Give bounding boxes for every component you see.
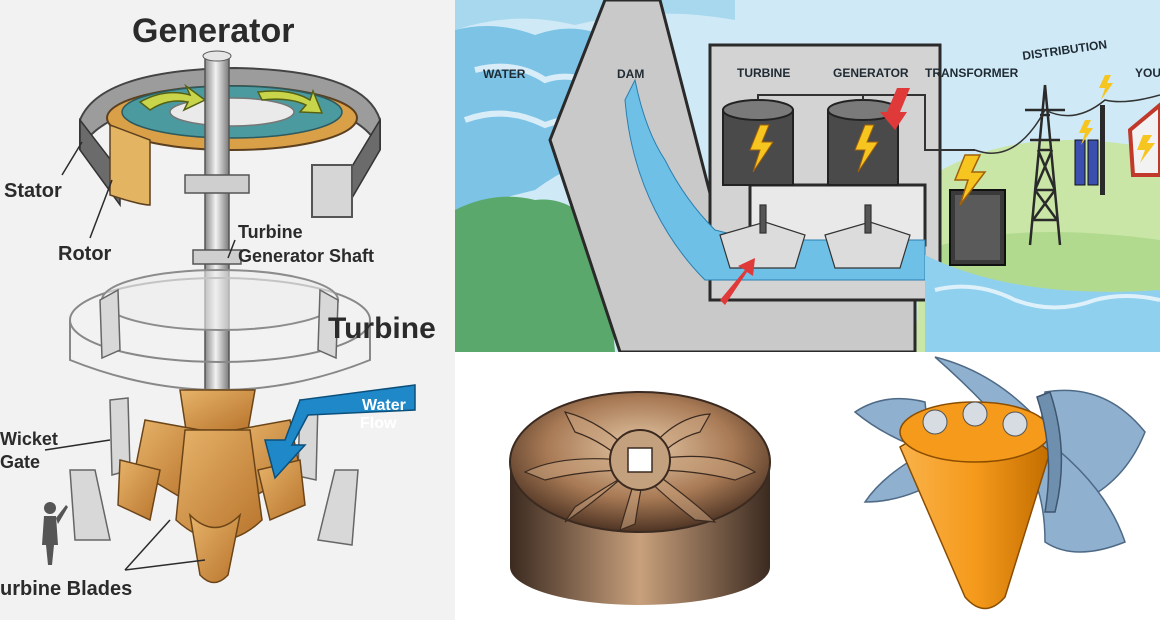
wicket-gate-label-1: Wicket [0, 429, 58, 449]
kaplan-runner-render [805, 352, 1160, 620]
shaft-label-1: Turbine [238, 222, 303, 242]
plant-illustration: WATER DAM TURBINE GENERATOR TRANSFORMER … [455, 0, 1160, 352]
cutaway-illustration: Water Flow Generator Stator Rotor Turbin… [0, 12, 436, 600]
generator-icon-1 [722, 99, 794, 186]
rotor-label: Rotor [58, 243, 112, 265]
you-label: YOU [1135, 66, 1160, 80]
generator-arrow-icon [880, 88, 910, 130]
turbine-runner-icon-2 [824, 204, 911, 269]
transformer-label: TRANSFORMER [925, 66, 1019, 80]
water-flow-label-1: Water [362, 397, 406, 414]
turbine-casing [69, 269, 371, 391]
wicket-gate-label-2: Gate [0, 452, 40, 472]
francis-runner-render [455, 352, 805, 620]
dam-label: DAM [617, 67, 644, 81]
turbine-runner-icon-1 [719, 204, 806, 269]
house-icon [1127, 102, 1160, 177]
hub-bolts [922, 401, 1028, 437]
generator-title: Generator [132, 12, 295, 50]
turbine-blades [117, 389, 306, 584]
transformer-icon [949, 154, 1006, 266]
person-scale-icon [42, 502, 68, 565]
kaplan-runner-illustration [853, 356, 1146, 610]
rotation-arrow-icons [138, 83, 324, 114]
generator-icon-2 [827, 99, 899, 186]
plant-turbine-label: TURBINE [737, 66, 790, 80]
stator-label: Stator [4, 180, 62, 202]
shaft-label-2: Generator Shaft [238, 246, 374, 266]
plant-generator-label: GENERATOR [833, 66, 909, 80]
francis-runner-illustration [509, 391, 771, 605]
turbine-generator-cutaway: Water Flow Generator Stator Rotor Turbin… [0, 0, 455, 620]
turbine-label: Turbine [328, 312, 436, 345]
turbine-blades-label: urbine Blades [0, 578, 132, 600]
water-flow-arrow-icon [264, 384, 416, 480]
water-flow-label-2: Flow [360, 415, 397, 432]
wicket-gates [69, 288, 359, 546]
water-label: WATER [483, 67, 526, 81]
hydro-plant-schematic: WATER DAM TURBINE GENERATOR TRANSFORMER … [455, 0, 1160, 352]
shaft [184, 50, 250, 406]
water-inflow-arrow-icon [720, 258, 755, 305]
leader-lines [44, 141, 236, 571]
utility-pole-icon [1074, 75, 1113, 195]
